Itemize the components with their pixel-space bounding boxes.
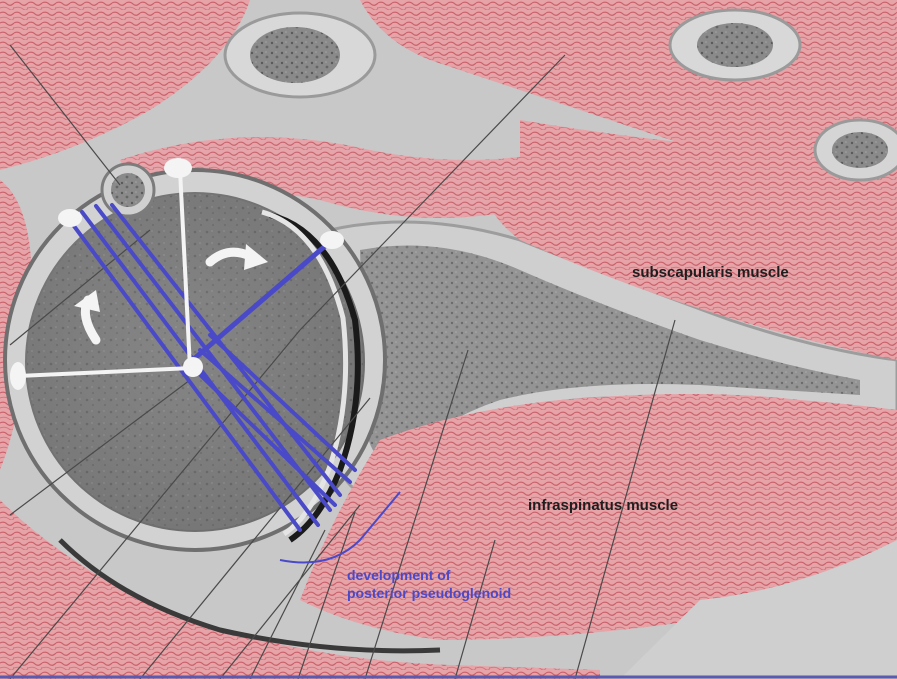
coracoid-core [697, 23, 773, 67]
subscapularis-label: subscapularis muscle [632, 264, 789, 281]
tubercle-core [111, 173, 145, 207]
pseudoglenoid-label-line1: development of [347, 567, 451, 583]
clavicle-core [250, 27, 340, 83]
axis-endpoint-left [10, 362, 26, 390]
pseudoglenoid-label-line2: posterior pseudoglenoid [347, 585, 511, 601]
infraspinatus-label: infraspinatus muscle [528, 497, 678, 514]
blue-line-endpoint-right [320, 231, 344, 249]
blue-line-endpoint-top-left [58, 209, 82, 227]
axis-endpoint-top [164, 158, 192, 178]
rib-core [832, 132, 888, 168]
axis-endpoint-center [183, 357, 203, 377]
